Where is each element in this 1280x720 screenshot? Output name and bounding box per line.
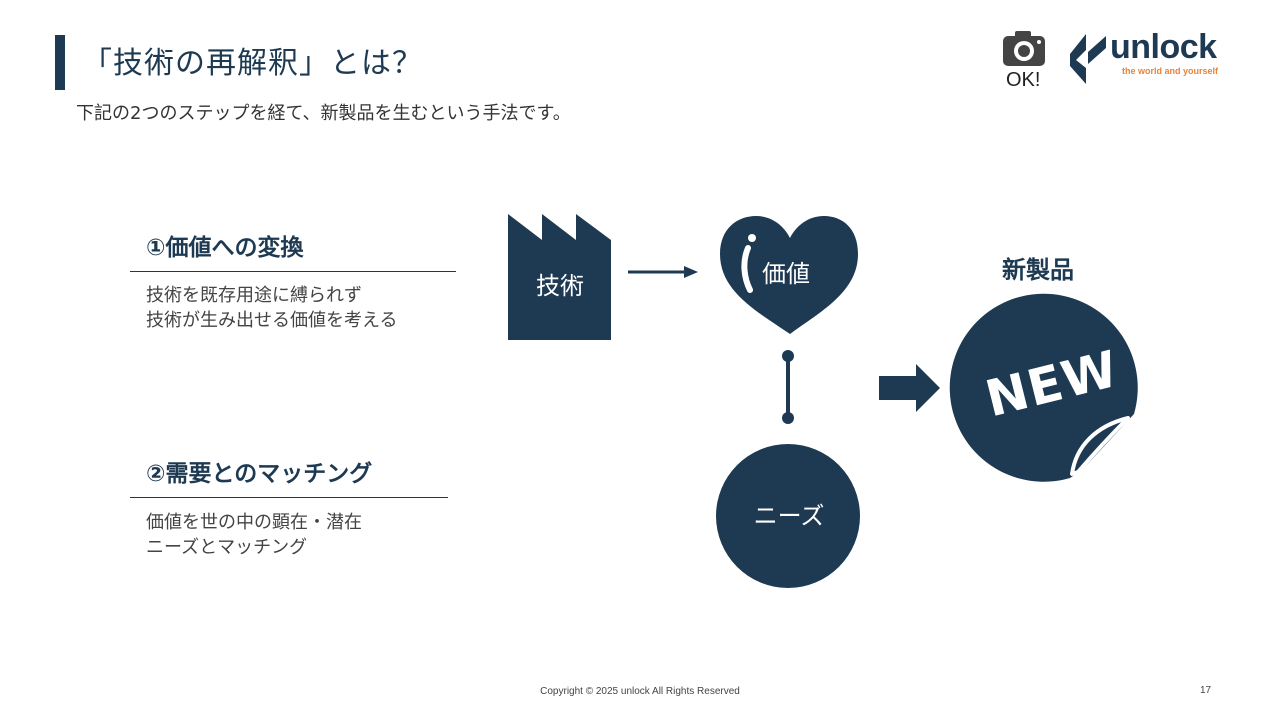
logo-wordmark: unlock bbox=[1110, 28, 1217, 66]
logo-mark-icon bbox=[1070, 34, 1106, 84]
arrow-right-icon bbox=[684, 266, 698, 278]
step-2-line-1: 価値を世の中の顕在・潜在 bbox=[146, 512, 362, 533]
factory-icon bbox=[508, 214, 611, 340]
step-2-divider bbox=[130, 497, 448, 498]
step-1-heading: ①価値への変換 bbox=[146, 235, 304, 261]
heart-highlight bbox=[741, 245, 753, 293]
new-product-label: 新製品 bbox=[1002, 256, 1074, 284]
page-subtitle: 下記の2つのステップを経て、新製品を生むという手法です。 bbox=[76, 103, 571, 124]
step-2-description: 価値を世の中の顕在・潜在 ニーズとマッチング bbox=[146, 510, 362, 560]
value-label: 価値 bbox=[762, 260, 810, 288]
heart-icon bbox=[720, 216, 858, 334]
big-arrow-icon bbox=[879, 364, 940, 412]
step-2-heading: ②需要とのマッチング bbox=[146, 461, 373, 487]
step-1-divider bbox=[130, 271, 456, 272]
needs-label: ニーズ bbox=[753, 502, 825, 530]
copyright-footer: Copyright © 2025 unlock All Rights Reser… bbox=[540, 686, 740, 697]
page-number: 17 bbox=[1200, 685, 1212, 696]
connector-dot-bottom bbox=[782, 412, 794, 424]
page-title: 「技術の再解釈」とは？ bbox=[82, 46, 423, 81]
step-1-line-2: 技術が生み出せる価値を考える bbox=[146, 310, 398, 331]
step-2-line-2: ニーズとマッチング bbox=[146, 537, 308, 558]
step-1-description: 技術を既存用途に縛られず 技術が生み出せる価値を考える bbox=[146, 283, 397, 333]
title-accent-bar bbox=[55, 35, 65, 90]
needs-circle bbox=[716, 444, 860, 588]
logo-tagline: the world and yourself bbox=[1122, 66, 1219, 76]
step-1-line-1: 技術を既存用途に縛られず bbox=[146, 285, 362, 306]
ok-badge-label: OK! bbox=[1006, 69, 1041, 91]
camera-icon bbox=[1003, 31, 1045, 66]
sticker-peel bbox=[1070, 416, 1130, 476]
technology-label: 技術 bbox=[536, 272, 584, 300]
